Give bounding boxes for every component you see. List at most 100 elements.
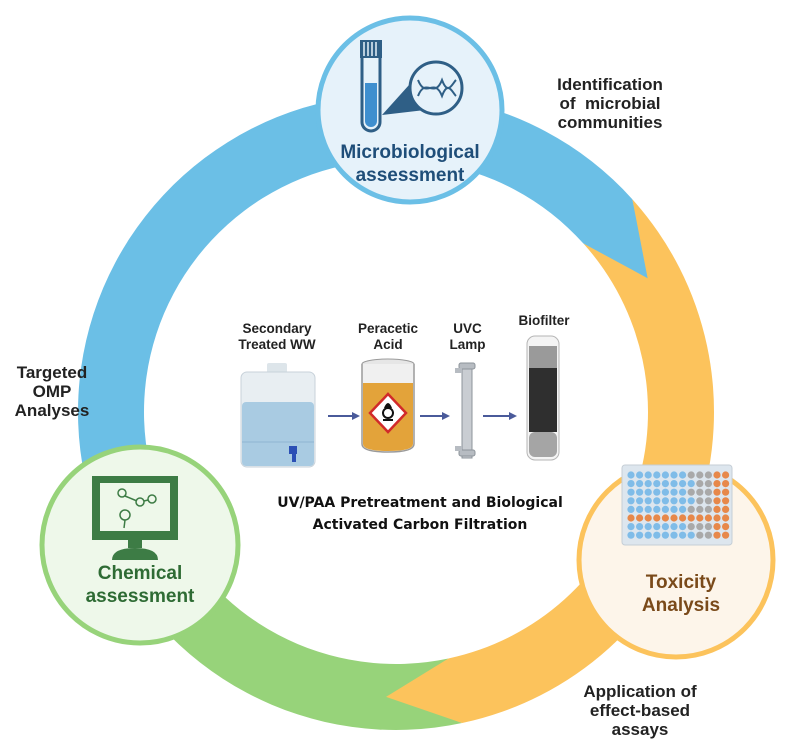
well (679, 480, 687, 488)
well (696, 471, 704, 479)
chemical-title-line: Chemical (97, 563, 183, 584)
well (670, 531, 678, 539)
well (679, 488, 687, 496)
well-plate-icon (621, 464, 733, 546)
well (713, 523, 721, 531)
well (636, 497, 644, 505)
well (644, 523, 652, 531)
well (704, 531, 713, 539)
label-line: effect-based (589, 701, 691, 721)
well (644, 471, 652, 479)
well (679, 471, 687, 479)
well (661, 523, 670, 531)
well (636, 523, 644, 531)
well (653, 488, 661, 496)
well (722, 531, 730, 539)
well (636, 471, 644, 479)
well (636, 531, 644, 539)
well (679, 523, 687, 531)
well (722, 488, 730, 496)
well (713, 514, 721, 522)
well (722, 480, 730, 488)
well (653, 480, 661, 488)
well (696, 523, 704, 531)
toxicity-title-line: Toxicity (645, 572, 717, 593)
label-line: Analyses (14, 401, 90, 421)
microbiological-node (315, 15, 505, 205)
well (627, 531, 635, 539)
well (636, 514, 644, 522)
toxicity-node (576, 460, 776, 660)
well (670, 497, 678, 505)
well (653, 531, 661, 539)
well (644, 505, 652, 513)
well (644, 480, 652, 488)
label-line: Biofilter (518, 313, 570, 328)
well (696, 531, 704, 539)
well (644, 488, 652, 496)
chemical-node (39, 444, 241, 646)
well (627, 505, 635, 513)
well (670, 523, 678, 531)
well (636, 480, 644, 488)
label-line: Peracetic (357, 321, 419, 336)
well (670, 480, 678, 488)
well (679, 531, 687, 539)
well (644, 497, 652, 505)
well (687, 488, 695, 496)
well (661, 531, 670, 539)
well (653, 505, 661, 513)
biofilter-column-icon (526, 335, 560, 461)
computer-molecule-icon (92, 476, 178, 560)
well (696, 514, 704, 522)
step-label-peracetic-acid: Peracetic Acid (348, 321, 428, 353)
flow-arrow (328, 412, 360, 420)
toxicity-title: Toxicity Analysis (596, 572, 766, 618)
label-line: Targeted (16, 363, 88, 382)
well (653, 514, 661, 522)
well (644, 531, 652, 539)
microbiological-title: Microbiological assessment (320, 142, 500, 188)
well (661, 488, 670, 496)
well (713, 531, 721, 539)
well (722, 514, 730, 522)
identification-label: Identification of microbial communities (540, 75, 680, 132)
well (713, 480, 721, 488)
microbiological-title-line: Microbiological (340, 142, 480, 163)
well (713, 497, 721, 505)
caption-line: UV/PAA Pretreatment and Biological (277, 495, 563, 511)
well (627, 514, 635, 522)
process-caption: UV/PAA Pretreatment and Biological Activ… (250, 492, 590, 537)
well (670, 471, 678, 479)
well (679, 505, 687, 513)
chemical-title-line: assessment (85, 585, 195, 607)
well (713, 471, 721, 479)
label-line: UVC (453, 321, 482, 336)
toxicity-title-line: Analysis (641, 594, 721, 616)
well (627, 471, 635, 479)
well (696, 497, 704, 505)
label-line: of microbial (559, 94, 661, 114)
well (704, 505, 713, 513)
well (713, 488, 721, 496)
chemical-title: Chemical assessment (50, 563, 230, 609)
uv-lamp-icon (455, 362, 476, 459)
well (722, 471, 730, 479)
well (687, 471, 695, 479)
well (679, 497, 687, 505)
well (704, 488, 713, 496)
well (704, 480, 713, 488)
well (722, 497, 730, 505)
oxidizer-beaker-icon (361, 358, 415, 453)
well (644, 514, 652, 522)
microbiological-title-line: assessment (355, 164, 465, 186)
well (670, 488, 678, 496)
well (687, 523, 695, 531)
blue-arc-segment (77, 93, 648, 532)
well (653, 497, 661, 505)
well (627, 488, 635, 496)
test-tube-dna-icon (360, 40, 464, 133)
well (670, 514, 678, 522)
label-line: OMP (32, 382, 72, 402)
